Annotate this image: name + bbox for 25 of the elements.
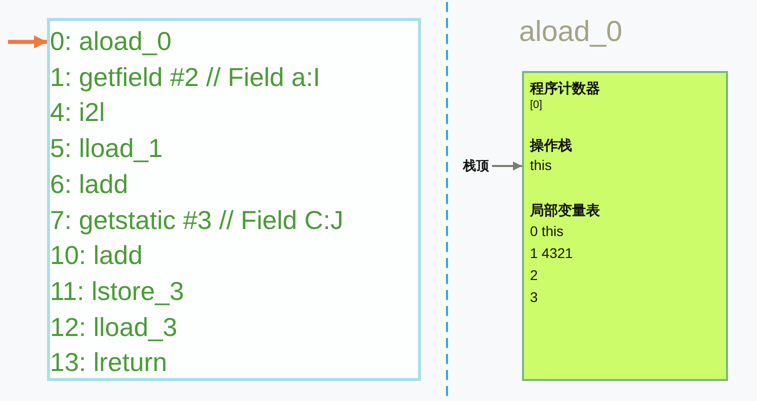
code-panel <box>47 18 421 381</box>
bytecode-line: 13: lreturn <box>50 346 168 380</box>
stack-frame-box <box>522 71 728 381</box>
variable-entry: 0 this <box>530 222 564 241</box>
stack-top-label: 栈顶 <box>463 158 489 174</box>
bytecode-line: 12: lload_3 <box>50 310 178 344</box>
bytecode-line: 7: getstatic #3 // Field C:J <box>50 204 344 237</box>
bytecode-line: 6: ladd <box>50 168 128 201</box>
stack-value: this <box>530 156 552 175</box>
counter-value: [0] <box>530 98 542 112</box>
bytecode-line: 0: aload_0 <box>50 25 172 58</box>
bytecode-line: 1: getfield #2 // Field a:I <box>50 60 320 94</box>
arrow <box>8 35 47 48</box>
bytecode-line: 5: lload_1 <box>50 132 163 166</box>
section-heading: 局部变量表 <box>530 201 600 220</box>
bytecode-line: 11: lstore_3 <box>50 274 184 308</box>
bytecode-line: 4: i2l <box>50 96 105 130</box>
variable-entry: 3 <box>530 288 538 307</box>
section-heading: 程序计数器 <box>530 79 600 98</box>
section-heading: 操作栈 <box>530 136 572 155</box>
panel-heading: aload_0 <box>519 16 622 49</box>
variable-entry: 2 <box>530 266 538 285</box>
bytecode-line: 10: ladd <box>50 239 143 272</box>
variable-entry: 1 4321 <box>530 244 573 263</box>
arrow <box>492 162 522 170</box>
